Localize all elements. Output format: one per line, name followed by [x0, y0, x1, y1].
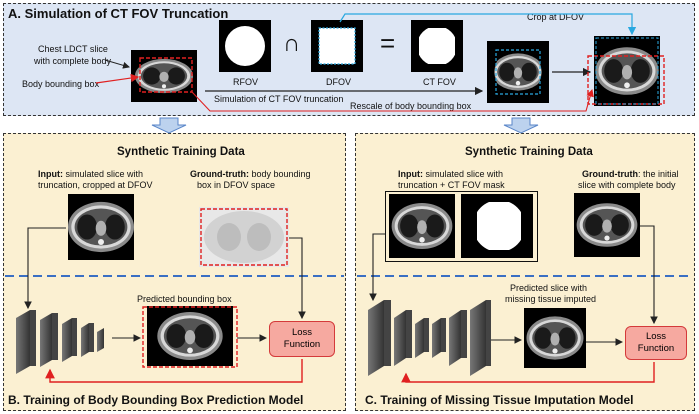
panel-a-title: A. Simulation of CT FOV Truncation [8, 6, 229, 21]
panel-c-gt-label-2: slice with complete body [578, 180, 676, 190]
pred-bbox-label: Predicted bounding box [137, 294, 232, 304]
panel-c-fov-mask [461, 194, 533, 258]
rfov-circle-icon [225, 26, 265, 66]
panel-c-gt-label: Ground-truth: the initial [582, 169, 679, 179]
panel-c-input-label: Input: simulated slice with [398, 169, 503, 179]
panel-c-title: C. Training of Missing Tissue Imputation… [365, 393, 634, 407]
dfov-mask [311, 20, 363, 72]
panel-b-input-label: Input: simulated slice with [38, 169, 143, 179]
ctfov-mask [411, 20, 463, 72]
loss-line2: Function [637, 343, 675, 354]
equals-symbol: = [380, 28, 396, 58]
loss-line2: Function [283, 339, 321, 350]
panel-b-title: B. Training of Body Bounding Box Predict… [8, 393, 304, 407]
dfov-label: DFOV [326, 77, 352, 87]
pred-slice-label-1: Predicted slice with [510, 283, 588, 293]
panel-b-gt-slice [199, 207, 289, 267]
panel-b-pred-slice [147, 306, 233, 366]
c-input-slice-image-icon [391, 202, 453, 250]
ct-slice-image-icon [134, 58, 194, 94]
gt-bold: Ground-truth [582, 169, 638, 179]
ctfov-label: CT FOV [423, 77, 456, 87]
chest-label-line2: with complete body [34, 56, 112, 66]
c-pred-slice-image-icon [526, 316, 584, 360]
down-arrow-c-icon [503, 117, 539, 134]
gt-text: body bounding [248, 169, 311, 179]
rescale-label: Rescale of body bounding box [350, 101, 472, 111]
panel-c-input-slice [389, 194, 455, 258]
rfov-mask [219, 20, 271, 72]
input-bold: Input: [38, 169, 63, 179]
panel-b-input-label-2: truncation, cropped at DFOV [38, 180, 153, 190]
simulation-label: Simulation of CT FOV truncation [214, 94, 344, 104]
panel-b-header: Synthetic Training Data [117, 146, 245, 158]
pred-slice-label-2: missing tissue imputed [505, 294, 597, 304]
bbox-label: Body bounding box [22, 79, 100, 89]
panel-c-gt-slice [574, 193, 640, 257]
gt-text: : the initial [637, 169, 679, 179]
rescaled-slice [594, 36, 660, 106]
gt-bold: Ground-truth: [190, 169, 249, 179]
truncated-slice-image-icon [494, 53, 542, 91]
input-text: simulated slice with [63, 169, 144, 179]
chest-ldct-slice [131, 50, 197, 102]
chest-label-line1: Chest LDCT slice [38, 44, 108, 54]
fov-mask-shape-icon [477, 202, 521, 250]
down-arrow-b-icon [151, 117, 187, 134]
panel-b-gt-label-2: box in DFOV space [197, 180, 276, 190]
c-gt-slice-image-icon [576, 203, 638, 247]
truncated-slice [487, 41, 549, 103]
gt-bbox-image-icon [199, 207, 289, 267]
loss-line1: Loss [291, 327, 313, 338]
panel-c-header: Synthetic Training Data [465, 146, 593, 158]
ctfov-shape-icon [419, 28, 455, 64]
panel-b-input-slice [68, 194, 134, 260]
pred-slice-image-icon [157, 312, 223, 360]
dfov-square-icon [318, 27, 356, 65]
panel-b-gt-label: Ground-truth: body bounding [190, 169, 311, 179]
crop-label: Crop at DFOV [527, 12, 585, 22]
rfov-label: RFOV [233, 77, 259, 87]
panel-c-loss-function: Loss Function [625, 326, 687, 360]
input-text: simulated slice with [423, 169, 504, 179]
loss-line1: Loss [645, 331, 667, 342]
rescaled-slice-image-icon [595, 47, 659, 95]
panel-c-pred-slice [524, 308, 586, 368]
intersect-symbol: ∩ [283, 30, 301, 57]
input-slice-image-icon [68, 201, 134, 253]
panel-b-loss-function: Loss Function [269, 321, 335, 357]
input-bold: Input: [398, 169, 423, 179]
panel-c-input-label-2: truncation + CT FOV mask [398, 180, 505, 190]
